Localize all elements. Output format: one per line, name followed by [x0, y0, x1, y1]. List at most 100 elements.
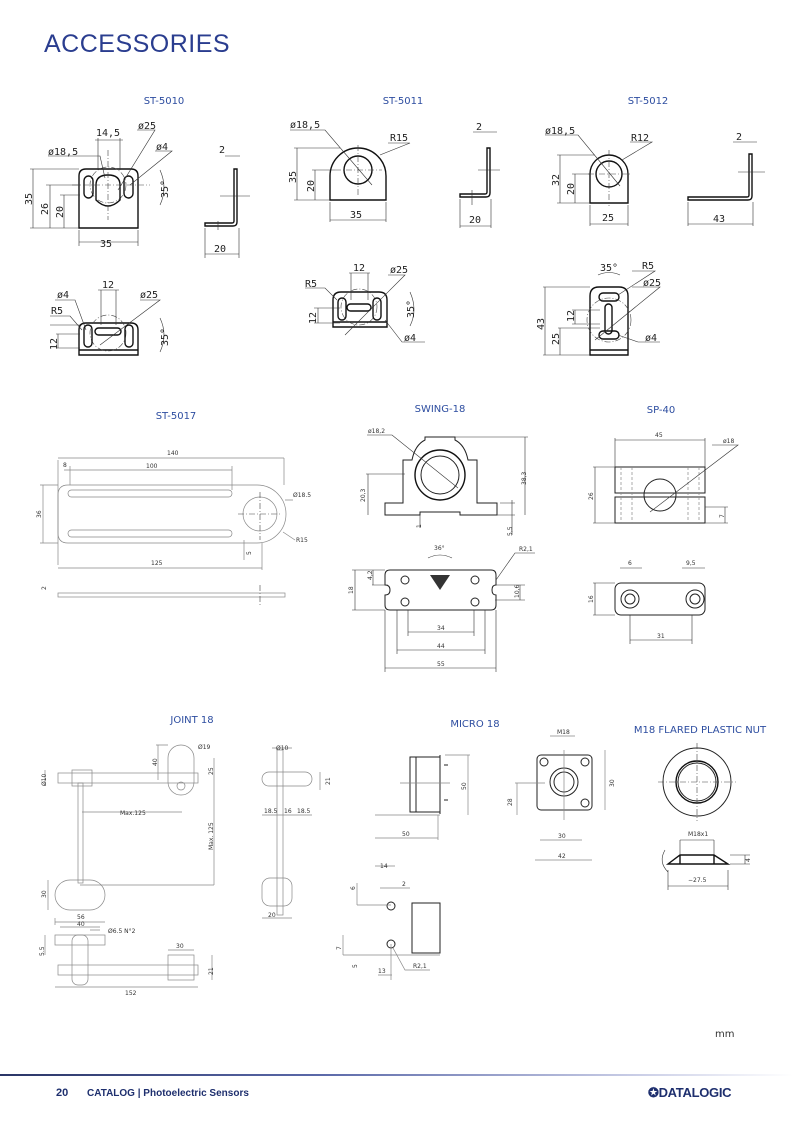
dim-label: 50 [402, 831, 410, 838]
dim-label: 5 [352, 964, 359, 968]
dim-label: ø25 [390, 265, 408, 276]
dim-label: R5 [642, 261, 654, 272]
dim-label: R5 [51, 306, 63, 317]
m18-nut-drawing: M18x1 −27.5 4 [658, 743, 752, 890]
joint-18-title: JOINT 18 [170, 715, 214, 726]
st-5010-title: ST-5010 [143, 96, 185, 107]
dim-label: 35° [160, 328, 171, 346]
dim-label: 30 [558, 833, 566, 840]
dim-label: 2 [736, 132, 742, 143]
dim-label: 152 [125, 990, 137, 997]
dim-label: 2 [219, 145, 225, 156]
dim-label: 14,5 [96, 128, 120, 139]
dim-label: 35° [406, 300, 417, 318]
dim-label: 16 [284, 808, 292, 815]
dim-label: M18 [557, 729, 570, 736]
dim-label: 13 [378, 968, 386, 975]
dim-label: M18x1 [688, 831, 708, 838]
micro-18-title: MICRO 18 [450, 719, 500, 730]
dim-label: 16 [588, 595, 595, 603]
dim-label: 35° [160, 180, 171, 198]
dim-label: 18 [348, 586, 355, 594]
joint-18-drawing: Ø19 40 25 Ø10 Max.125 Max. 125 30 56 40 … [39, 744, 332, 997]
dim-label: 12 [566, 310, 577, 322]
m18-nut-title: M18 FLARED PLASTIC NUT [633, 725, 767, 736]
dim-label: 6 [350, 886, 357, 890]
logo-mark-icon: ✪ [648, 1085, 659, 1100]
logo-text: DATALOGIC [658, 1085, 732, 1100]
dim-label: 20 [55, 206, 66, 218]
dim-label: Ø18.5 [293, 492, 311, 499]
dim-label: Ø10 [41, 773, 48, 786]
dim-label: 30 [176, 943, 184, 950]
dim-label: ø18,5 [48, 147, 78, 158]
micro-18-drawing: 50 50 M18 28 30 30 42 14 2 6 7 5 13 R2,1 [336, 729, 616, 980]
dim-label: R5 [305, 279, 317, 290]
sp-40-title: SP-40 [646, 405, 676, 416]
dim-label: R2,1 [413, 963, 427, 970]
dim-label: 2 [476, 122, 482, 133]
dim-label: 4 [745, 858, 752, 862]
dim-label: ø4 [57, 290, 69, 301]
dim-label: 55 [437, 661, 445, 668]
st-5011-drawing: ø18,5 R15 35 20 35 2 20 12 ø25 R5 12 35°… [288, 120, 500, 344]
dim-label: 40 [77, 921, 85, 928]
st-5017-title: ST-5017 [155, 411, 197, 422]
dim-label: ø18,5 [545, 126, 575, 137]
dim-label: 18.5 [297, 808, 311, 815]
sp-40-drawing: 45 ø18 26 7 6 9,5 16 31 [588, 432, 739, 644]
dim-label: 7 [719, 514, 726, 518]
dim-label: 140 [167, 450, 179, 457]
datalogic-logo: ✪DATALOGIC [648, 1085, 732, 1101]
dim-label: 20 [306, 180, 317, 192]
swing-18-drawing: ø18,2 20,3 38,3 1 5,5 36° R2,1 4,2 18 10… [348, 428, 535, 672]
dim-label: 36 [36, 510, 43, 518]
dim-label: Ø19 [198, 744, 211, 751]
dim-label: 8 [63, 462, 67, 469]
dim-label: ø25 [140, 290, 158, 301]
swing-18-title: SWING-18 [414, 404, 466, 415]
dim-label: 44 [437, 643, 445, 650]
dim-label: 18.5 [264, 808, 278, 815]
footer-divider [0, 1074, 793, 1076]
st-5012-drawing: ø18,5 R12 32 20 25 2 43 35° R5 ø25 43 12… [536, 126, 765, 356]
dim-label: 35 [24, 193, 35, 205]
dim-label: 31 [657, 633, 665, 640]
dim-label: 12 [102, 280, 114, 291]
dim-label: ø18 [723, 438, 734, 445]
dim-label: R2,1 [519, 546, 533, 553]
dim-label: 30 [41, 890, 48, 898]
dim-label: ø25 [643, 278, 661, 289]
st-5012-title: ST-5012 [627, 96, 669, 107]
dim-label: 35° [600, 263, 618, 274]
dim-label: 56 [77, 914, 85, 921]
dim-label: ø18,5 [290, 120, 320, 131]
dim-label: 21 [208, 967, 215, 975]
dim-label: 20,3 [360, 488, 367, 502]
dim-label: 5 [246, 551, 253, 555]
dim-label: 35 [288, 171, 299, 183]
dim-label: 36° [434, 545, 445, 552]
page-title: ACCESSORIES [44, 30, 231, 58]
dim-label: 43 [536, 318, 547, 330]
dim-label: 32 [551, 174, 562, 186]
st-5017-drawing: 140 8 100 36 Ø18.5 R15 125 5 2 [36, 450, 311, 605]
catalog-label: CATALOG | Photoelectric Sensors [87, 1088, 249, 1099]
dim-label: 5.5 [39, 946, 46, 956]
st-5011-title: ST-5011 [382, 96, 424, 107]
dim-label: 2 [41, 586, 48, 590]
dim-label: 20 [268, 912, 276, 919]
dim-label: 21 [325, 777, 332, 785]
dim-label: 28 [507, 798, 514, 806]
dim-label: 12 [308, 312, 319, 324]
dim-label: 25 [208, 767, 215, 775]
dim-label: 35 [100, 239, 112, 250]
dim-label: R15 [390, 133, 408, 144]
dim-label: 14 [380, 863, 388, 870]
dim-label: 100 [146, 463, 158, 470]
dim-label: Ø6.5 N°2 [108, 928, 136, 935]
dim-label: 10,6 [514, 584, 521, 598]
dim-label: 26 [588, 492, 595, 500]
dim-label: 25 [551, 333, 562, 345]
